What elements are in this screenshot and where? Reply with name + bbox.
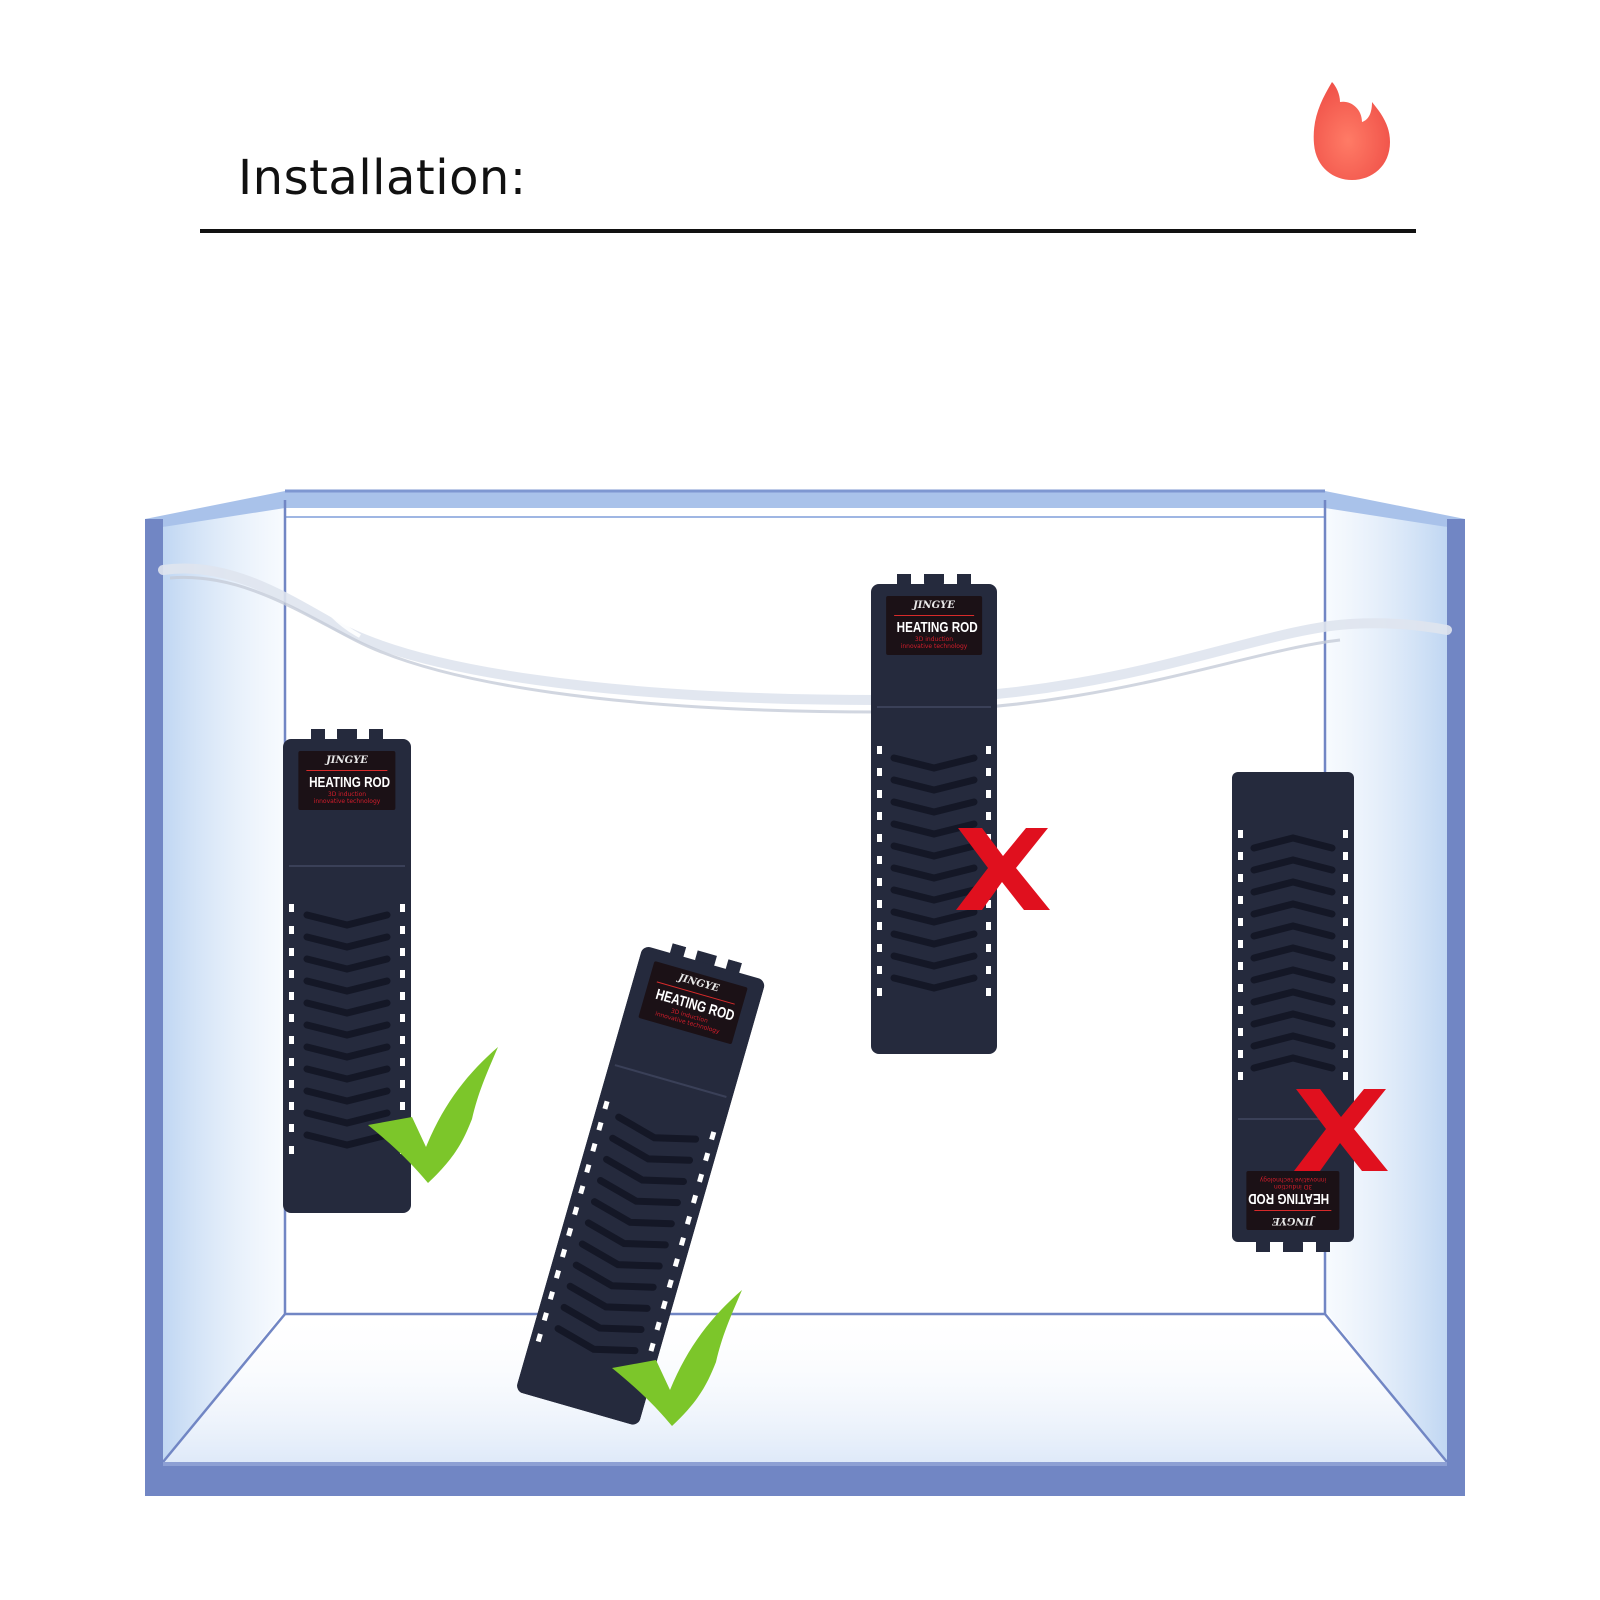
model-text: HEATING ROD — [1248, 1190, 1330, 1207]
heater-upside-down: JINGYE HEATING ROD 3D induction innovati… — [1232, 772, 1354, 1252]
model-text: HEATING ROD — [309, 774, 391, 791]
model-text: HEATING ROD — [896, 619, 978, 636]
tagline-text: 3D induction — [914, 636, 954, 643]
heater-label: JINGYE HEATING ROD 3D induction innovati… — [886, 596, 982, 655]
brand-logo: JINGYE — [913, 600, 955, 611]
flame-icon — [1313, 82, 1390, 180]
heater-above-water: JINGYE HEATING ROD 3D induction innovati… — [871, 574, 997, 1054]
heater-label: JINGYE HEATING ROD 3D induction innovati… — [298, 751, 396, 810]
tagline-text: 3D induction — [1273, 1183, 1313, 1190]
heater-left: JINGYE HEATING ROD 3D induction innovati… — [283, 729, 411, 1213]
check-mark-icon — [368, 1047, 498, 1183]
tagline-text: 3D induction — [327, 791, 367, 798]
cross-mark-icon — [956, 828, 1050, 910]
title-underline — [200, 229, 1416, 233]
check-mark-icon — [612, 1290, 742, 1426]
heater-label: JINGYE HEATING ROD 3D induction innovati… — [1246, 1171, 1340, 1230]
page-title: Installation: — [238, 150, 527, 206]
brand-logo: JINGYE — [326, 755, 368, 766]
tagline-text-2: innovative technology — [1259, 1176, 1327, 1183]
tagline-text-2: innovative technology — [313, 798, 381, 805]
heater-tilted: JINGYE HEATING ROD 3D induction innovati… — [515, 936, 769, 1427]
tagline-text-2: innovative technology — [900, 643, 968, 650]
brand-logo: JINGYE — [1272, 1215, 1314, 1226]
cross-mark-icon — [1294, 1089, 1388, 1171]
